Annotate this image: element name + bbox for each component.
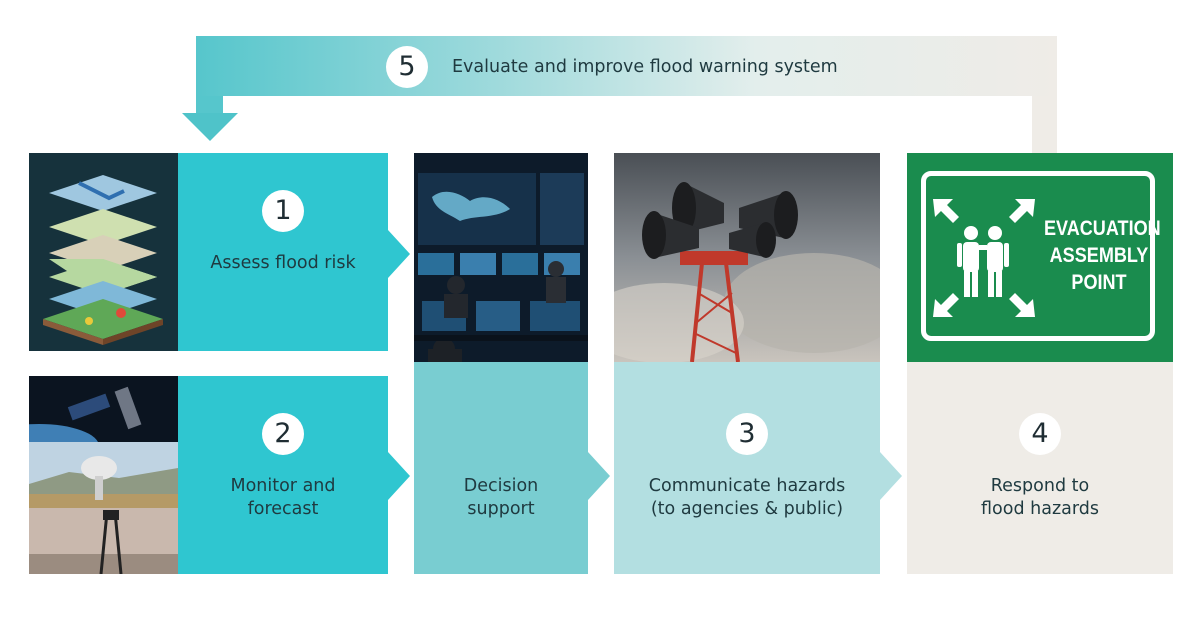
sign-text-line3: POINT: [1071, 271, 1127, 294]
step-1-number: 1: [262, 190, 304, 232]
decision-support-label-line2: support: [467, 499, 535, 519]
control-room-image: [414, 153, 588, 362]
evacuation-sign-image: EVACUATION ASSEMBLY POINT: [907, 153, 1173, 362]
arrow-right-icon: [588, 452, 610, 500]
sign-text-line1: EVACUATION: [1043, 217, 1161, 240]
feedback-loop-connector: [1032, 96, 1057, 153]
step-2-label-line1: Monitor and: [230, 476, 336, 496]
arrow-right-icon: [880, 452, 902, 500]
flood-risk-map-layers-image: [29, 153, 178, 351]
step-3-label-line2: (to agencies & public): [650, 499, 844, 519]
decision-support-label-line1: Decision: [463, 476, 539, 496]
assembly-point-icon: [933, 199, 1035, 317]
step-4-label-line2: flood hazards: [981, 499, 1099, 519]
step-3-label-line1: Communicate hazards: [648, 476, 846, 496]
step-4-number: 4: [1019, 413, 1061, 455]
sign-text: EVACUATION ASSEMBLY POINT: [1043, 215, 1161, 296]
monitoring-equipment-image: [29, 376, 178, 574]
step-5-number: 5: [386, 46, 428, 88]
siren-tower-image: [614, 153, 880, 362]
step-4-label-line1: Respond to: [990, 476, 1090, 496]
step-2-label: Monitor and forecast: [178, 475, 388, 521]
step-1-label: Assess flood risk: [210, 253, 356, 273]
step-2-label-line2: forecast: [247, 499, 319, 519]
step-3-label: Communicate hazards (to agencies & publi…: [614, 475, 880, 521]
feedback-loop-bar: [196, 36, 1057, 96]
step-2-box: [178, 376, 388, 574]
arrow-right-icon: [388, 452, 410, 500]
step-5-label: Evaluate and improve flood warning syste…: [452, 57, 838, 77]
step-4-label: Respond to flood hazards: [907, 475, 1173, 521]
decision-support-label: Decision support: [414, 475, 588, 521]
step-3-box: [614, 362, 880, 574]
step-2-number: 2: [262, 413, 304, 455]
arrow-right-icon: [388, 230, 410, 278]
sign-border: [921, 171, 1155, 341]
step-4-box: [907, 362, 1173, 574]
feedback-loop-return: [196, 96, 223, 114]
feedback-arrow-down-icon: [182, 113, 238, 141]
sign-text-line2: ASSEMBLY: [1049, 244, 1149, 267]
decision-support-box: [414, 362, 588, 574]
step-1-box: [178, 153, 388, 351]
step-3-number: 3: [726, 413, 768, 455]
